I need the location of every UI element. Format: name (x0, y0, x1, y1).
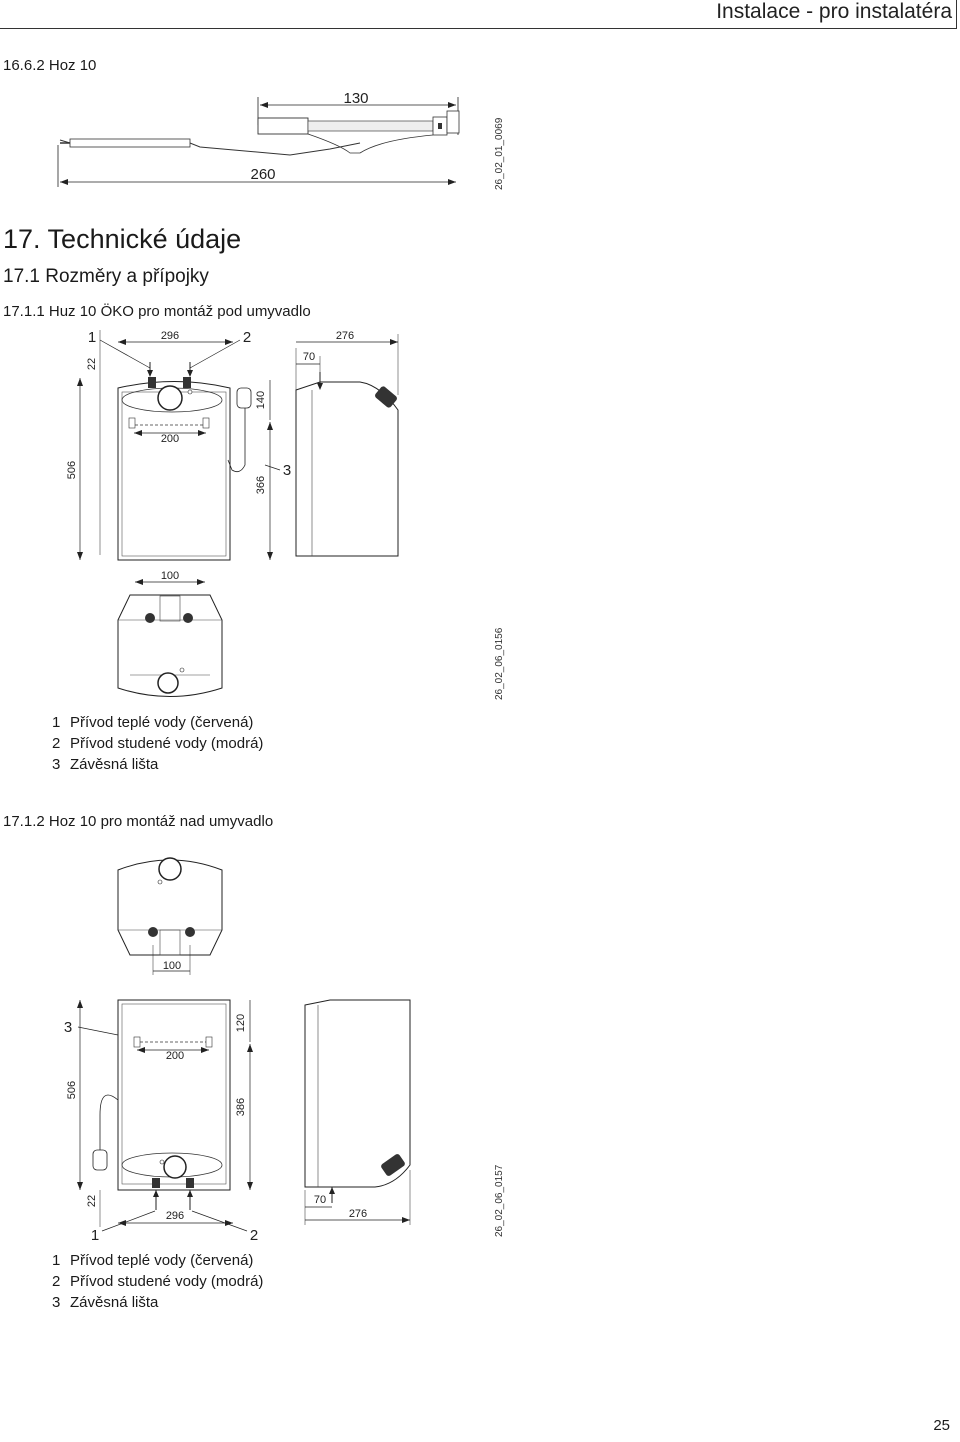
dim-296: 296 (161, 330, 179, 342)
heading-17-1: 17.1 Rozměry a přípojky (3, 266, 209, 287)
heading-16-6-2: 16.6.2 Hoz 10 (3, 57, 97, 74)
dim-70: 70 (303, 351, 315, 363)
page-header-title: Instalace - pro instalatéra (716, 0, 952, 23)
heading-17-1-1: 17.1.1 Huz 10 ÖKO pro montáž pod umyvadl… (3, 303, 311, 320)
dim-100: 100 (163, 960, 181, 972)
callout-3: 3 (283, 462, 291, 479)
under-sink-heater-diagram: 1 2 3 296 22 506 200 140 366 276 (66, 329, 399, 697)
dim-506: 506 (66, 461, 78, 479)
dim-506: 506 (66, 1081, 78, 1099)
callout-1: 1 (91, 1227, 99, 1244)
dim-276: 276 (349, 1208, 367, 1220)
over-sink-heater-diagram: 100 3 200 506 120 386 22 296 1 2 70 (64, 857, 411, 1244)
callout-2: 2 (250, 1227, 258, 1244)
header-rule-vertical (956, 0, 957, 29)
thermostat-diagram: 130 260 (57, 90, 460, 187)
dim-140: 140 (255, 391, 267, 409)
dim-22: 22 (86, 1195, 98, 1207)
drawing-code-0156: 26_02_06_0156 (494, 627, 505, 700)
header-rule (0, 28, 957, 29)
callout-1: 1 (88, 329, 96, 346)
dim-120: 120 (235, 1014, 247, 1032)
heading-17-1-2: 17.1.2 Hoz 10 pro montáž nad umyvadlo (3, 813, 274, 830)
callout-3: 3 (64, 1019, 72, 1036)
heading-17: 17. Technické údaje (3, 224, 242, 254)
dim-130: 130 (343, 90, 368, 107)
dim-276: 276 (336, 330, 354, 342)
dim-386: 386 (235, 1098, 247, 1116)
dim-100: 100 (161, 570, 179, 582)
dim-260: 260 (250, 166, 275, 183)
dim-70: 70 (314, 1194, 326, 1206)
dim-296: 296 (166, 1210, 184, 1222)
dim-366: 366 (255, 476, 267, 494)
dim-22: 22 (86, 358, 98, 370)
callout-2: 2 (243, 329, 251, 346)
drawing-code-0069: 26_02_01_0069 (494, 117, 505, 190)
dim-200: 200 (166, 1050, 184, 1062)
dim-200: 200 (161, 433, 179, 445)
drawing-code-0157: 26_02_06_0157 (494, 1164, 505, 1237)
page-number: 25 (933, 1417, 950, 1434)
